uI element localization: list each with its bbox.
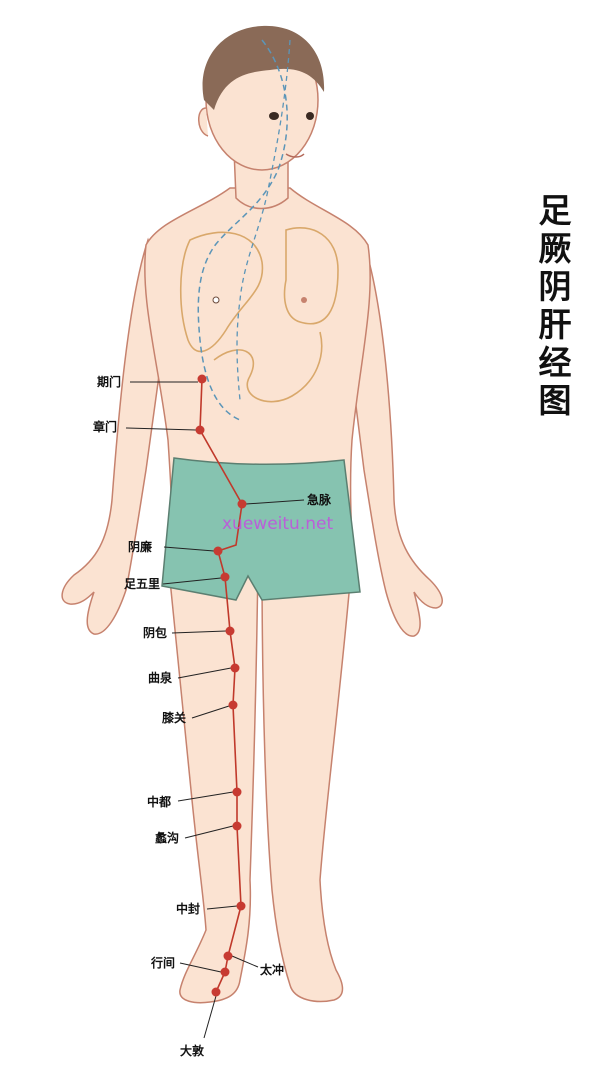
leader-line-yinlian	[163, 546, 215, 552]
leader-line-zhongfeng	[206, 905, 238, 910]
label-zhongdu: 中都	[147, 795, 172, 809]
page-title: 足厥阴肝经图	[538, 191, 572, 420]
leader-line-ququan	[177, 667, 232, 679]
leader-line-dadun	[203, 995, 217, 1039]
label-dadun: 大敦	[180, 1044, 205, 1058]
leader-line-zuwuli	[162, 577, 222, 585]
shorts	[161, 457, 361, 601]
leader-line-yinbao	[171, 630, 227, 634]
leader-line-zhongdu	[177, 791, 234, 802]
acupoint-zhangmen	[195, 425, 205, 435]
left-arm	[61, 237, 169, 635]
acupoint-ligou	[232, 821, 242, 831]
lung-outline	[283, 227, 339, 325]
leader-line-xingjian	[179, 962, 222, 973]
leader-line-xiguan	[191, 705, 230, 719]
label-taichong: 太冲	[260, 963, 285, 977]
leader-line-jimai	[245, 499, 305, 505]
acupoint-xingjian	[220, 967, 230, 977]
leader-line-taichong	[231, 955, 259, 968]
label-yinlian: 阴廉	[128, 540, 153, 554]
eye-right	[306, 112, 314, 120]
liver-outline	[179, 231, 264, 353]
acupoint-layer	[125, 374, 305, 1039]
nipple-left	[212, 296, 220, 304]
acupoint-yinlian	[213, 546, 223, 556]
label-zuwuli: 足五里	[124, 577, 161, 591]
right-leg	[261, 559, 353, 1003]
ear	[198, 107, 209, 137]
leader-line-ligou	[184, 825, 234, 839]
internal-branch-line	[197, 39, 288, 421]
leader-line-zhangmen	[125, 427, 197, 431]
label-ligou: 蠡沟	[155, 831, 180, 845]
mouth	[285, 153, 305, 158]
label-jimai: 急脉	[307, 493, 332, 507]
watermark-text: xueweitu.net	[222, 514, 334, 534]
label-xingjian: 行间	[151, 956, 176, 970]
intestine-outline	[213, 331, 323, 403]
acupoint-taichong	[223, 951, 233, 961]
right-arm	[343, 235, 443, 637]
hair	[202, 25, 325, 110]
left-leg	[167, 559, 259, 1004]
nipple-right	[301, 297, 307, 303]
label-qimen: 期门	[97, 375, 122, 389]
acupoint-zhongdu	[232, 787, 242, 797]
label-xiguan: 膝关	[162, 711, 187, 725]
label-ququan: 曲泉	[148, 671, 173, 685]
acupoint-yinbao	[225, 626, 235, 636]
acupoint-xiguan	[228, 700, 238, 710]
eye-left	[269, 112, 279, 120]
label-zhongfeng: 中封	[176, 902, 201, 916]
internal-branch-line-2	[236, 39, 291, 401]
label-zhangmen: 章门	[93, 420, 118, 434]
acupoint-jimai	[237, 499, 247, 509]
label-yinbao: 阴包	[143, 626, 168, 640]
acupoint-dadun	[211, 987, 221, 997]
acupoint-zhongfeng	[236, 901, 246, 911]
acupoint-qimen	[197, 374, 207, 384]
acupoint-ququan	[230, 663, 240, 673]
acupoint-zuwuli	[220, 572, 230, 582]
